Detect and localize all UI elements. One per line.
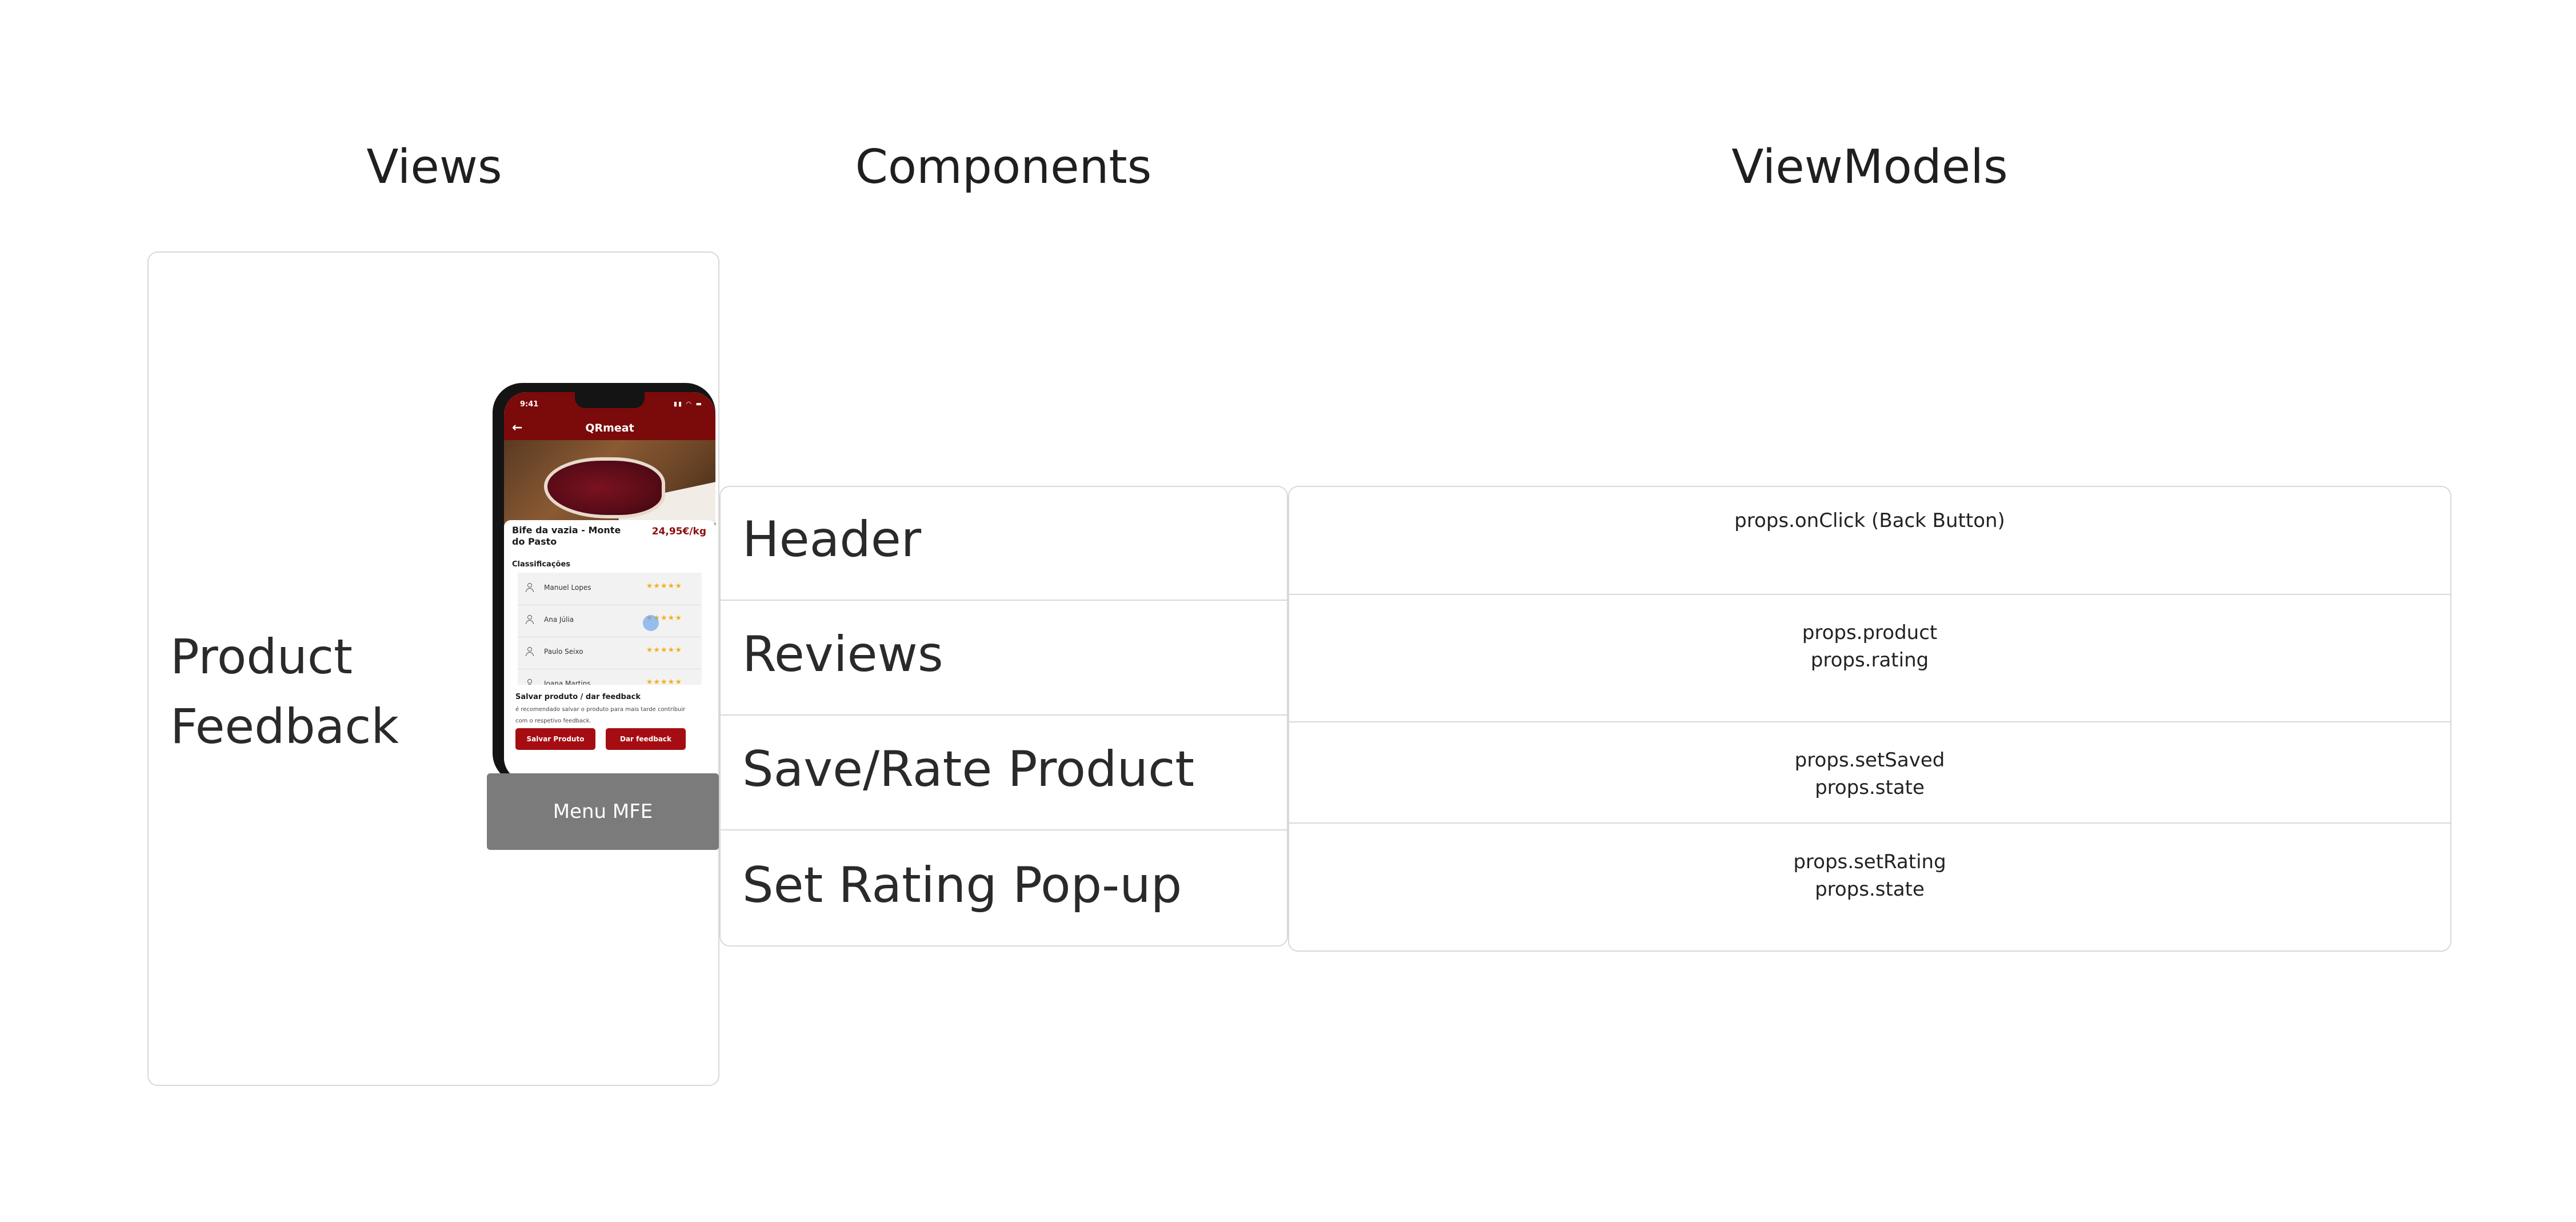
- person-icon: [526, 615, 534, 624]
- component-header-label: Header: [742, 511, 922, 568]
- star-rating: ★★★★★: [646, 678, 682, 685]
- phone-mockup: 9:41 ▮▮ ◠ ▬ ← QRmeat Bife da vazia - Mon…: [487, 380, 719, 783]
- viewmodel-prop: props.onClick (Back Button): [1734, 509, 2005, 532]
- product-info-card: Bife da vazia - Monte do Pasto 24,95€/kg…: [504, 520, 715, 781]
- viewmodel-prop: props.product: [1802, 621, 1938, 644]
- viewmodel-reviews: props.product props.rating: [1288, 619, 2451, 674]
- person-icon: [526, 679, 534, 685]
- save-section-description: é recomendado salvar o produto para mais…: [515, 706, 686, 724]
- viewmodel-prop: props.state: [1815, 776, 1925, 799]
- component-row-reviews: Reviews: [719, 601, 1288, 716]
- components-panel: [719, 486, 1288, 947]
- reviewer-name: Paulo Seixo: [544, 648, 583, 656]
- app-header: ← QRmeat: [504, 417, 715, 440]
- phone-screen: 9:41 ▮▮ ◠ ▬ ← QRmeat Bife da vazia - Mon…: [504, 392, 715, 781]
- ratings-title: Classificações: [512, 560, 571, 569]
- product-image: [504, 440, 715, 542]
- star-rating: ★★★★★: [646, 646, 682, 654]
- viewmodel-divider: [1288, 594, 2451, 595]
- component-row-header: Header: [719, 486, 1288, 601]
- viewmodel-header: props.onClick (Back Button): [1288, 507, 2451, 534]
- viewmodel-prop: props.state: [1815, 878, 1925, 901]
- viewmodel-prop: props.setRating: [1793, 850, 1946, 873]
- review-row: Paulo Seixo ★★★★★: [518, 637, 702, 669]
- viewmodel-divider: [1288, 721, 2451, 722]
- save-product-button[interactable]: Salvar Produto: [515, 728, 595, 750]
- component-save-rate-label: Save/Rate Product: [742, 741, 1195, 798]
- views-column-title: Views: [366, 140, 502, 194]
- component-row-set-rating: Set Rating Pop-up: [719, 830, 1288, 947]
- reviews-list[interactable]: Manuel Lopes ★★★★★ Ana Júlia ★★★★★ Paulo…: [518, 573, 702, 685]
- reviewer-name: Manuel Lopes: [544, 584, 591, 592]
- view-name: Product Feedback: [170, 622, 467, 761]
- app-title: QRmeat: [585, 422, 634, 434]
- signal-wifi-battery-icon: ▮▮ ◠ ▬: [673, 400, 703, 408]
- touch-indicator: [643, 615, 659, 631]
- menu-mfe-bar[interactable]: Menu MFE: [487, 773, 719, 850]
- star-rating: ★★★★★: [646, 582, 682, 590]
- person-icon: [526, 647, 534, 656]
- reviewer-name: Joana Martins: [544, 680, 591, 685]
- review-row: Joana Martins ★★★★★: [518, 669, 702, 685]
- status-time: 9:41: [520, 400, 539, 409]
- reviewer-name: Ana Júlia: [544, 616, 574, 624]
- phone-notch: [575, 392, 645, 408]
- component-row-save-rate: Save/Rate Product: [719, 716, 1288, 830]
- viewmodel-divider: [1288, 822, 2451, 824]
- meat-steak: [544, 457, 665, 518]
- component-set-rating-label: Set Rating Pop-up: [742, 857, 1182, 914]
- component-reviews-label: Reviews: [742, 626, 943, 683]
- view-name-line1: Product: [170, 629, 353, 685]
- save-section-title: Salvar produto / dar feedback: [515, 693, 641, 701]
- back-arrow-icon[interactable]: ←: [512, 421, 523, 435]
- components-column-title: Components: [855, 140, 1152, 194]
- phone-frame: 9:41 ▮▮ ◠ ▬ ← QRmeat Bife da vazia - Mon…: [493, 383, 715, 783]
- viewmodel-set-rating: props.setRating props.state: [1288, 848, 2451, 903]
- person-icon: [526, 583, 534, 592]
- view-name-line2: Feedback: [170, 698, 399, 754]
- viewmodel-save-rate: props.setSaved props.state: [1288, 746, 2451, 801]
- viewmodels-column-title: ViewModels: [1731, 140, 2008, 194]
- product-price: 24,95€/kg: [651, 526, 706, 537]
- viewmodel-prop: props.setSaved: [1794, 749, 1945, 772]
- review-row: Manuel Lopes ★★★★★: [518, 573, 702, 605]
- product-name: Bife da vazia - Monte do Pasto: [512, 525, 621, 547]
- review-row: Ana Júlia ★★★★★: [518, 605, 702, 637]
- viewmodel-prop: props.rating: [1810, 649, 1929, 672]
- viewmodels-panel: [1288, 486, 2451, 952]
- give-feedback-button[interactable]: Dar feedback: [606, 728, 686, 750]
